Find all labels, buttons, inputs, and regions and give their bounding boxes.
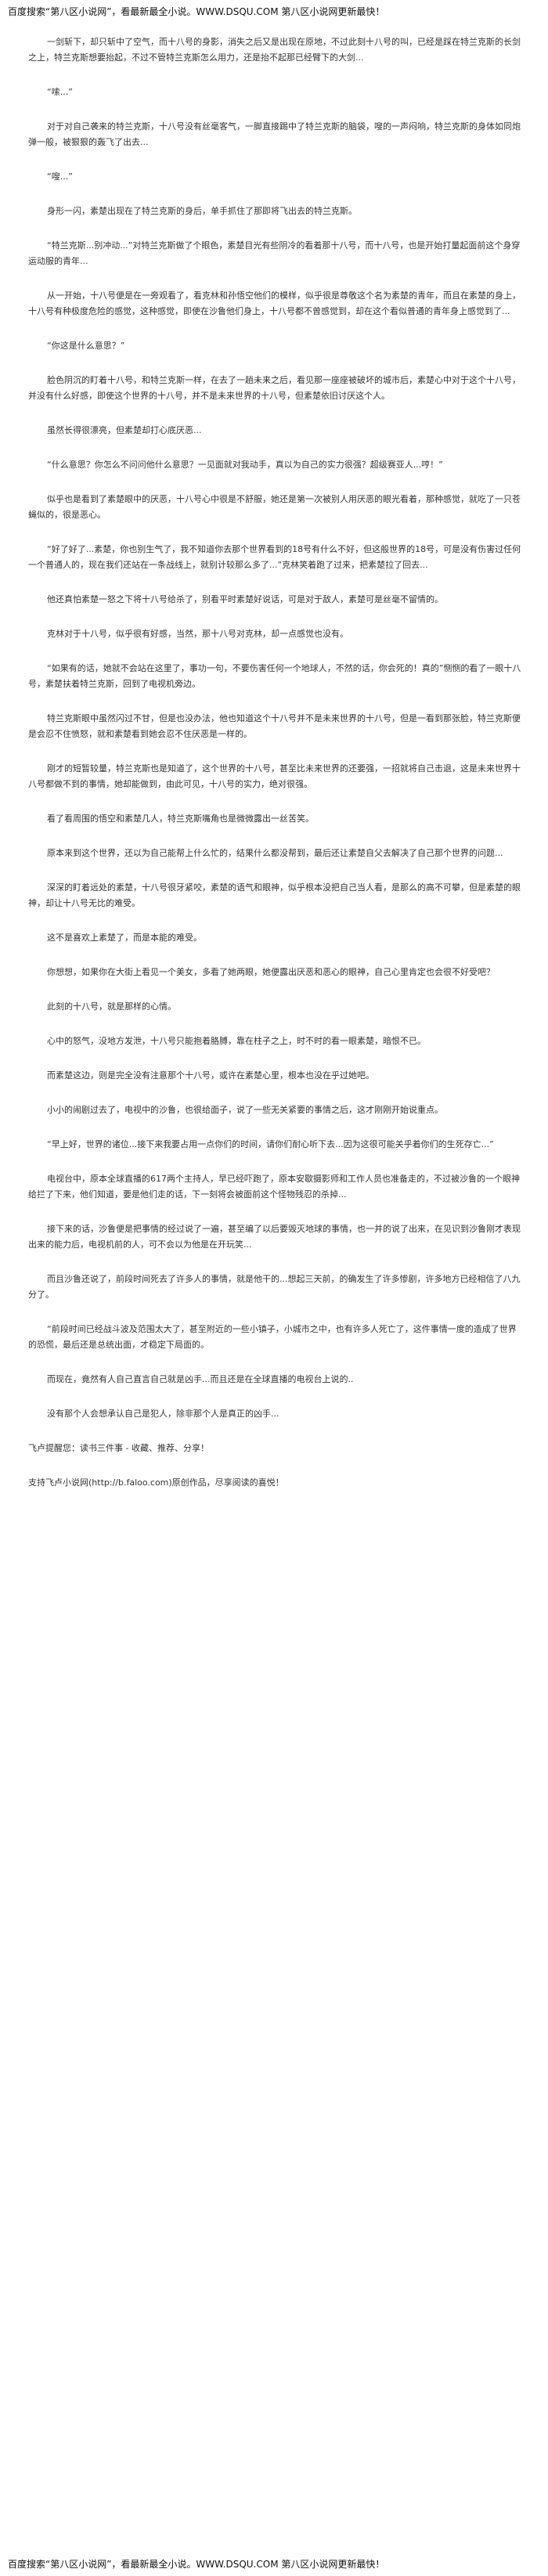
paragraph: 克林对于十八号，似乎很有好感，当然，那十八号对克林，却一点感觉也没有。 (47, 629, 348, 639)
paragraph: “什么意思？你怎么不问问他什么意思？一见面就对我动手，真以为自己的实力很强？超级… (47, 460, 443, 470)
paragraph: 他还真怕素楚一怒之下将十八号给杀了，别看平时素楚好说话，可是对于敌人，素楚可是丝… (47, 594, 443, 604)
paragraph: 特兰克斯眼中虽然闪过不甘，但是也没办法，他也知道这个十八号并不是未来世界的十八号… (28, 713, 521, 739)
support-notice: 支持飞卢小说网(http://b.faloo.com)原创作品，尽享阅读的喜悦！ (28, 1477, 284, 1488)
reading-tip: 飞卢提醒您：读书三件事 - 收藏、推荐、分享！ (28, 1443, 209, 1453)
paragraph: 身形一闪，素楚出现在了特兰克斯的身后，单手抓住了那即将飞出去的特兰克斯。 (47, 206, 357, 216)
paragraph: 而现在，竟然有人自己直言自己就是凶手...而且还是在全球直播的电视台上说的.. (47, 1374, 354, 1384)
paragraph: 此刻的十八号，就是那样的心情。 (47, 1001, 176, 1012)
paragraph: 接下来的话，沙鲁便是把事情的经过说了一遍，甚至编了以后要毁灭地球的事情，也一并的… (28, 1224, 521, 1250)
paragraph: 似乎也是看到了素楚眼中的厌恶，十八号心中很是不舒服，她还是第一次被别人用厌恶的眼… (28, 494, 521, 520)
paragraph: 没有那个人会想承认自己是犯人，除非那个人是真正的凶手... (47, 1409, 279, 1419)
paragraph: 对于对自己袭来的特兰克斯，十八号没有丝毫客气，一脚直接踢中了特兰克斯的脑袋，嗖的… (28, 121, 521, 147)
paragraph: 一剑斩下，却只斩中了空气，而十八号的身影，消失之后又是出现在原地，不过此刻十八号… (28, 37, 521, 63)
paragraph: 小小的闹剧过去了，电视中的沙鲁，也很给面子，说了一些无关紧要的事情之后，这才刚刚… (47, 1105, 443, 1115)
paragraph: “你这是什么意思？” (47, 341, 125, 351)
paragraph: “早上好，世界的诸位...接下来我要占用一点你们的时间，请你们耐心听下去...因… (47, 1139, 494, 1149)
paragraph: “好了好了...素楚，你也别生气了，我不知道你去那个世界看到的18号有什么不好，… (28, 544, 521, 570)
paragraph: “如果有的话，她就不会站在这里了，事功一句，不要伤害任何一个地球人，不然的话，你… (28, 663, 521, 689)
paragraph: 从一开始，十八号便是在一旁观看了，看克林和孙悟空他们的模样，似乎很是尊敬这个名为… (28, 290, 521, 316)
chapter-content: 一剑斩下，却只斩中了空气，而十八号的身影，消失之后又是出现在原地，不过此刻十八号… (28, 34, 521, 1510)
paragraph: 这不是喜欢上素楚了，而是本能的难受。 (47, 933, 202, 943)
paragraph: 看了看周围的悟空和素楚几人，特兰克斯嘴角也是微微露出一丝苦笑。 (47, 814, 314, 824)
paragraph: 而且沙鲁还说了，前段时间死去了许多人的事情，就是他干的...想起三天前，的确发生… (28, 1274, 521, 1300)
paragraph: “嗦...” (47, 87, 73, 97)
paragraph: “嗖...” (47, 171, 73, 182)
paragraph: “特兰克斯...别冲动...”对特兰克斯做了个眼色，素楚目光有些阴冷的看着那十八… (28, 240, 521, 266)
paragraph: 电视台中，原本全球直播的617两个主持人，早已经吓跑了，原本安歇摄影师和工作人员… (28, 1174, 520, 1200)
header-banner: 百度搜索“第八区小说网”，看最新最全小说。WWW.DSQU.COM 第八区小说网… (8, 6, 385, 17)
paragraph: 刚才的短暂较量，特兰克斯也是知道了，这个世界的十八号，甚至比未来世界的还要强，一… (28, 763, 521, 789)
footer-banner: 百度搜索“第八区小说网”，看最新最全小说。WWW.DSQU.COM 第八区小说网… (8, 2559, 385, 2570)
paragraph: 心中的怒气，没地方发泄，十八号只能抱着胳膊，靠在柱子之上，时不时的看一眼素楚，暗… (47, 1036, 426, 1046)
paragraph: 脸色阴沉的盯着十八号，和特兰克斯一样，在去了一趟未来之后，看见那一座座被破坏的城… (28, 375, 521, 401)
paragraph: 原本来到这个世界，还以为自己能帮上什么忙的，结果什么都没帮到，最后还让素楚自父去… (47, 848, 503, 858)
paragraph: 你想想，如果你在大街上看见一个美女，多看了她两眼，她便露出厌恶和恶心的眼神，自己… (47, 967, 495, 977)
paragraph: 虽然长得很漂亮，但素楚却打心底厌恶... (47, 425, 202, 435)
paragraph: 而素楚这边，则是完全没有注意那个十八号，或许在素楚心里，根本也没在乎过她吧。 (47, 1070, 374, 1081)
paragraph: 深深的盯着远处的素楚，十八号很牙紧咬，素楚的语气和眼神，似乎根本没把自己当人看，… (28, 882, 521, 908)
paragraph: “前段时间已经战斗波及范围太大了，甚至附近的一些小镇子，小城市之中，也有许多人死… (28, 1324, 517, 1350)
